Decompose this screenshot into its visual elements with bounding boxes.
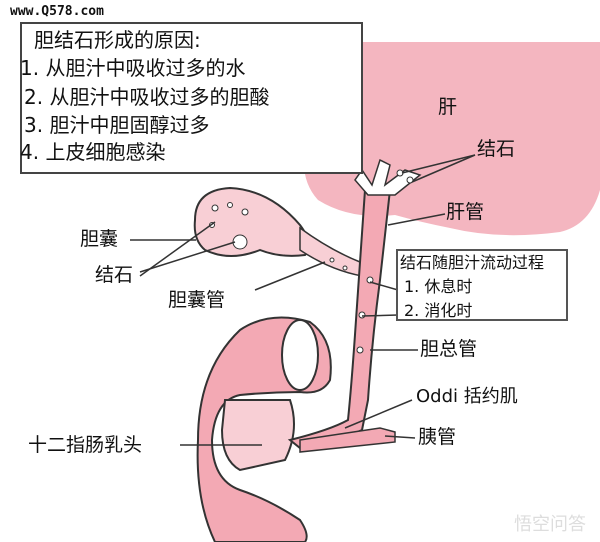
bile-duct-shape <box>287 189 392 450</box>
label-stones-gallbladder: 结石 <box>95 264 134 286</box>
gallstones <box>209 169 414 354</box>
flow-title: 结石随胆汁流动过程 <box>400 253 545 272</box>
label-duodenal-papilla: 十二指肠乳头 <box>28 434 143 456</box>
label-stones-liver: 结石 <box>477 138 516 160</box>
causes-title: 胆结石形成的原因: <box>34 28 201 52</box>
watermark: 悟空问答 <box>514 514 586 535</box>
flow-item: 1. 休息时 <box>404 277 473 296</box>
label-liver: 肝 <box>438 96 458 118</box>
flow-box: 结石随胆汁流动过程 1. 休息时 2. 消化时 <box>396 249 568 321</box>
site-url: www.Q578.com <box>10 4 104 19</box>
flow-item: 2. 消化时 <box>404 301 473 320</box>
duodenum-lumen <box>281 319 319 391</box>
label-hepatic-duct: 肝管 <box>446 201 485 223</box>
causes-box: 胆结石形成的原因: 1. 从胆汁中吸收过多的水 2. 从胆汁中吸收过多的胆酸 3… <box>20 22 363 174</box>
label-cystic-duct: 胆囊管 <box>168 289 226 311</box>
gallbladder-shape <box>193 186 310 257</box>
duodenum-inner <box>220 399 295 472</box>
cause-item: 2. 从胆汁中吸收过多的胆酸 <box>24 85 270 109</box>
leader-lines <box>130 154 476 446</box>
cause-item: 1. 从胆汁中吸收过多的水 <box>20 56 246 80</box>
cause-item: 4. 上皮细胞感染 <box>20 140 166 164</box>
label-gallbladder: 胆囊 <box>80 228 119 250</box>
cause-item: 3. 胆汁中胆固醇过多 <box>24 113 210 137</box>
label-pancreatic-duct: 胰管 <box>418 426 457 448</box>
label-common-bile-duct: 胆总管 <box>420 338 478 360</box>
label-oddi-sphincter: Oddi 括约肌 <box>416 386 518 407</box>
